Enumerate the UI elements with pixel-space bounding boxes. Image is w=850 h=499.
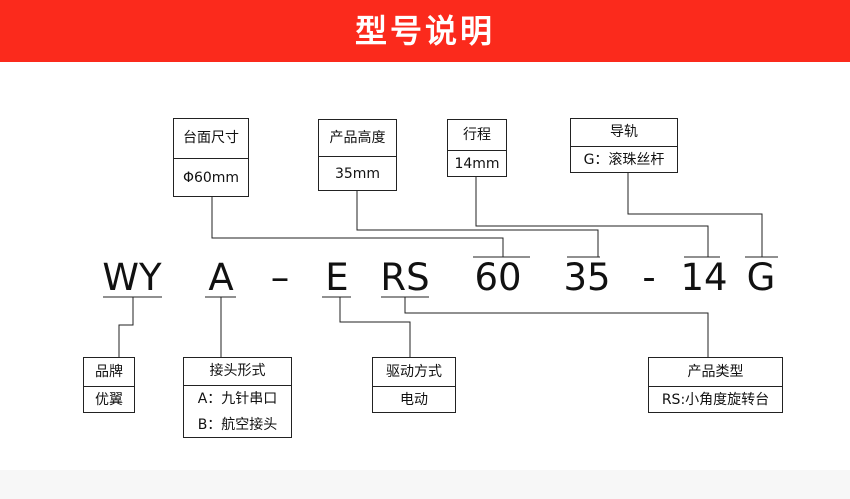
box-drive-value: 电动 [400,392,428,408]
line-table-size [211,196,504,257]
code-14: 14 [680,256,728,299]
code-g: G [746,256,776,299]
box-brand-value: 优翼 [95,392,123,408]
box-divider [448,150,506,151]
box-type-value: RS:小角度旋转台 [661,392,770,408]
page-title: 型号说明 [354,12,495,50]
line-brand [118,297,134,357]
box-divider [319,156,396,157]
box-drive: 驱动方式 电动 [372,357,456,413]
box-connector-option-a: A：九针串口 [197,391,278,407]
box-brand: 品牌 优翼 [83,357,135,413]
code-a: A [208,256,234,299]
code-dash-1: – [270,256,290,299]
box-type: 产品类型 RS:小角度旋转台 [648,357,783,413]
box-drive-label: 驱动方式 [386,364,442,380]
box-height: 产品高度 35mm [318,119,397,191]
header-banner [0,0,850,62]
line-rail [627,172,763,257]
box-type-label: 产品类型 [687,364,744,380]
line-stroke [475,176,709,257]
line-height [356,190,599,257]
box-rail: 导轨 G：滚珠丝杆 [570,118,678,173]
line-drive [339,297,411,357]
box-connector-label: 接头形式 [209,363,266,379]
code-60: 60 [474,256,522,299]
box-divider [373,386,455,387]
box-brand-label: 品牌 [95,364,123,380]
box-stroke: 行程 14mm [447,119,507,177]
box-stroke-value: 14mm [454,156,500,172]
box-table-size-label: 台面尺寸 [183,130,239,146]
box-rail-label: 导轨 [610,124,638,140]
code-wy: WY [102,256,162,299]
box-height-label: 产品高度 [329,130,386,146]
line-type [404,297,709,357]
box-divider [84,386,134,387]
box-table-size-value: Φ60mm [182,170,240,186]
box-height-value: 35mm [334,166,381,182]
footer-band [0,470,850,499]
box-divider [184,385,291,386]
code-e: E [325,256,349,299]
box-divider [649,386,782,387]
box-table-size: 台面尺寸 Φ60mm [173,118,249,197]
box-divider [174,158,248,159]
box-rail-value: G：滚珠丝杆 [583,152,665,168]
box-connector: 接头形式 A：九针串口 B：航空接头 [183,357,292,438]
box-divider [571,146,677,147]
code-dash-2: - [642,256,656,299]
box-stroke-label: 行程 [463,127,491,143]
box-connector-option-b: B：航空接头 [197,417,278,433]
code-35: 35 [563,256,611,299]
code-rs: RS [380,256,430,299]
